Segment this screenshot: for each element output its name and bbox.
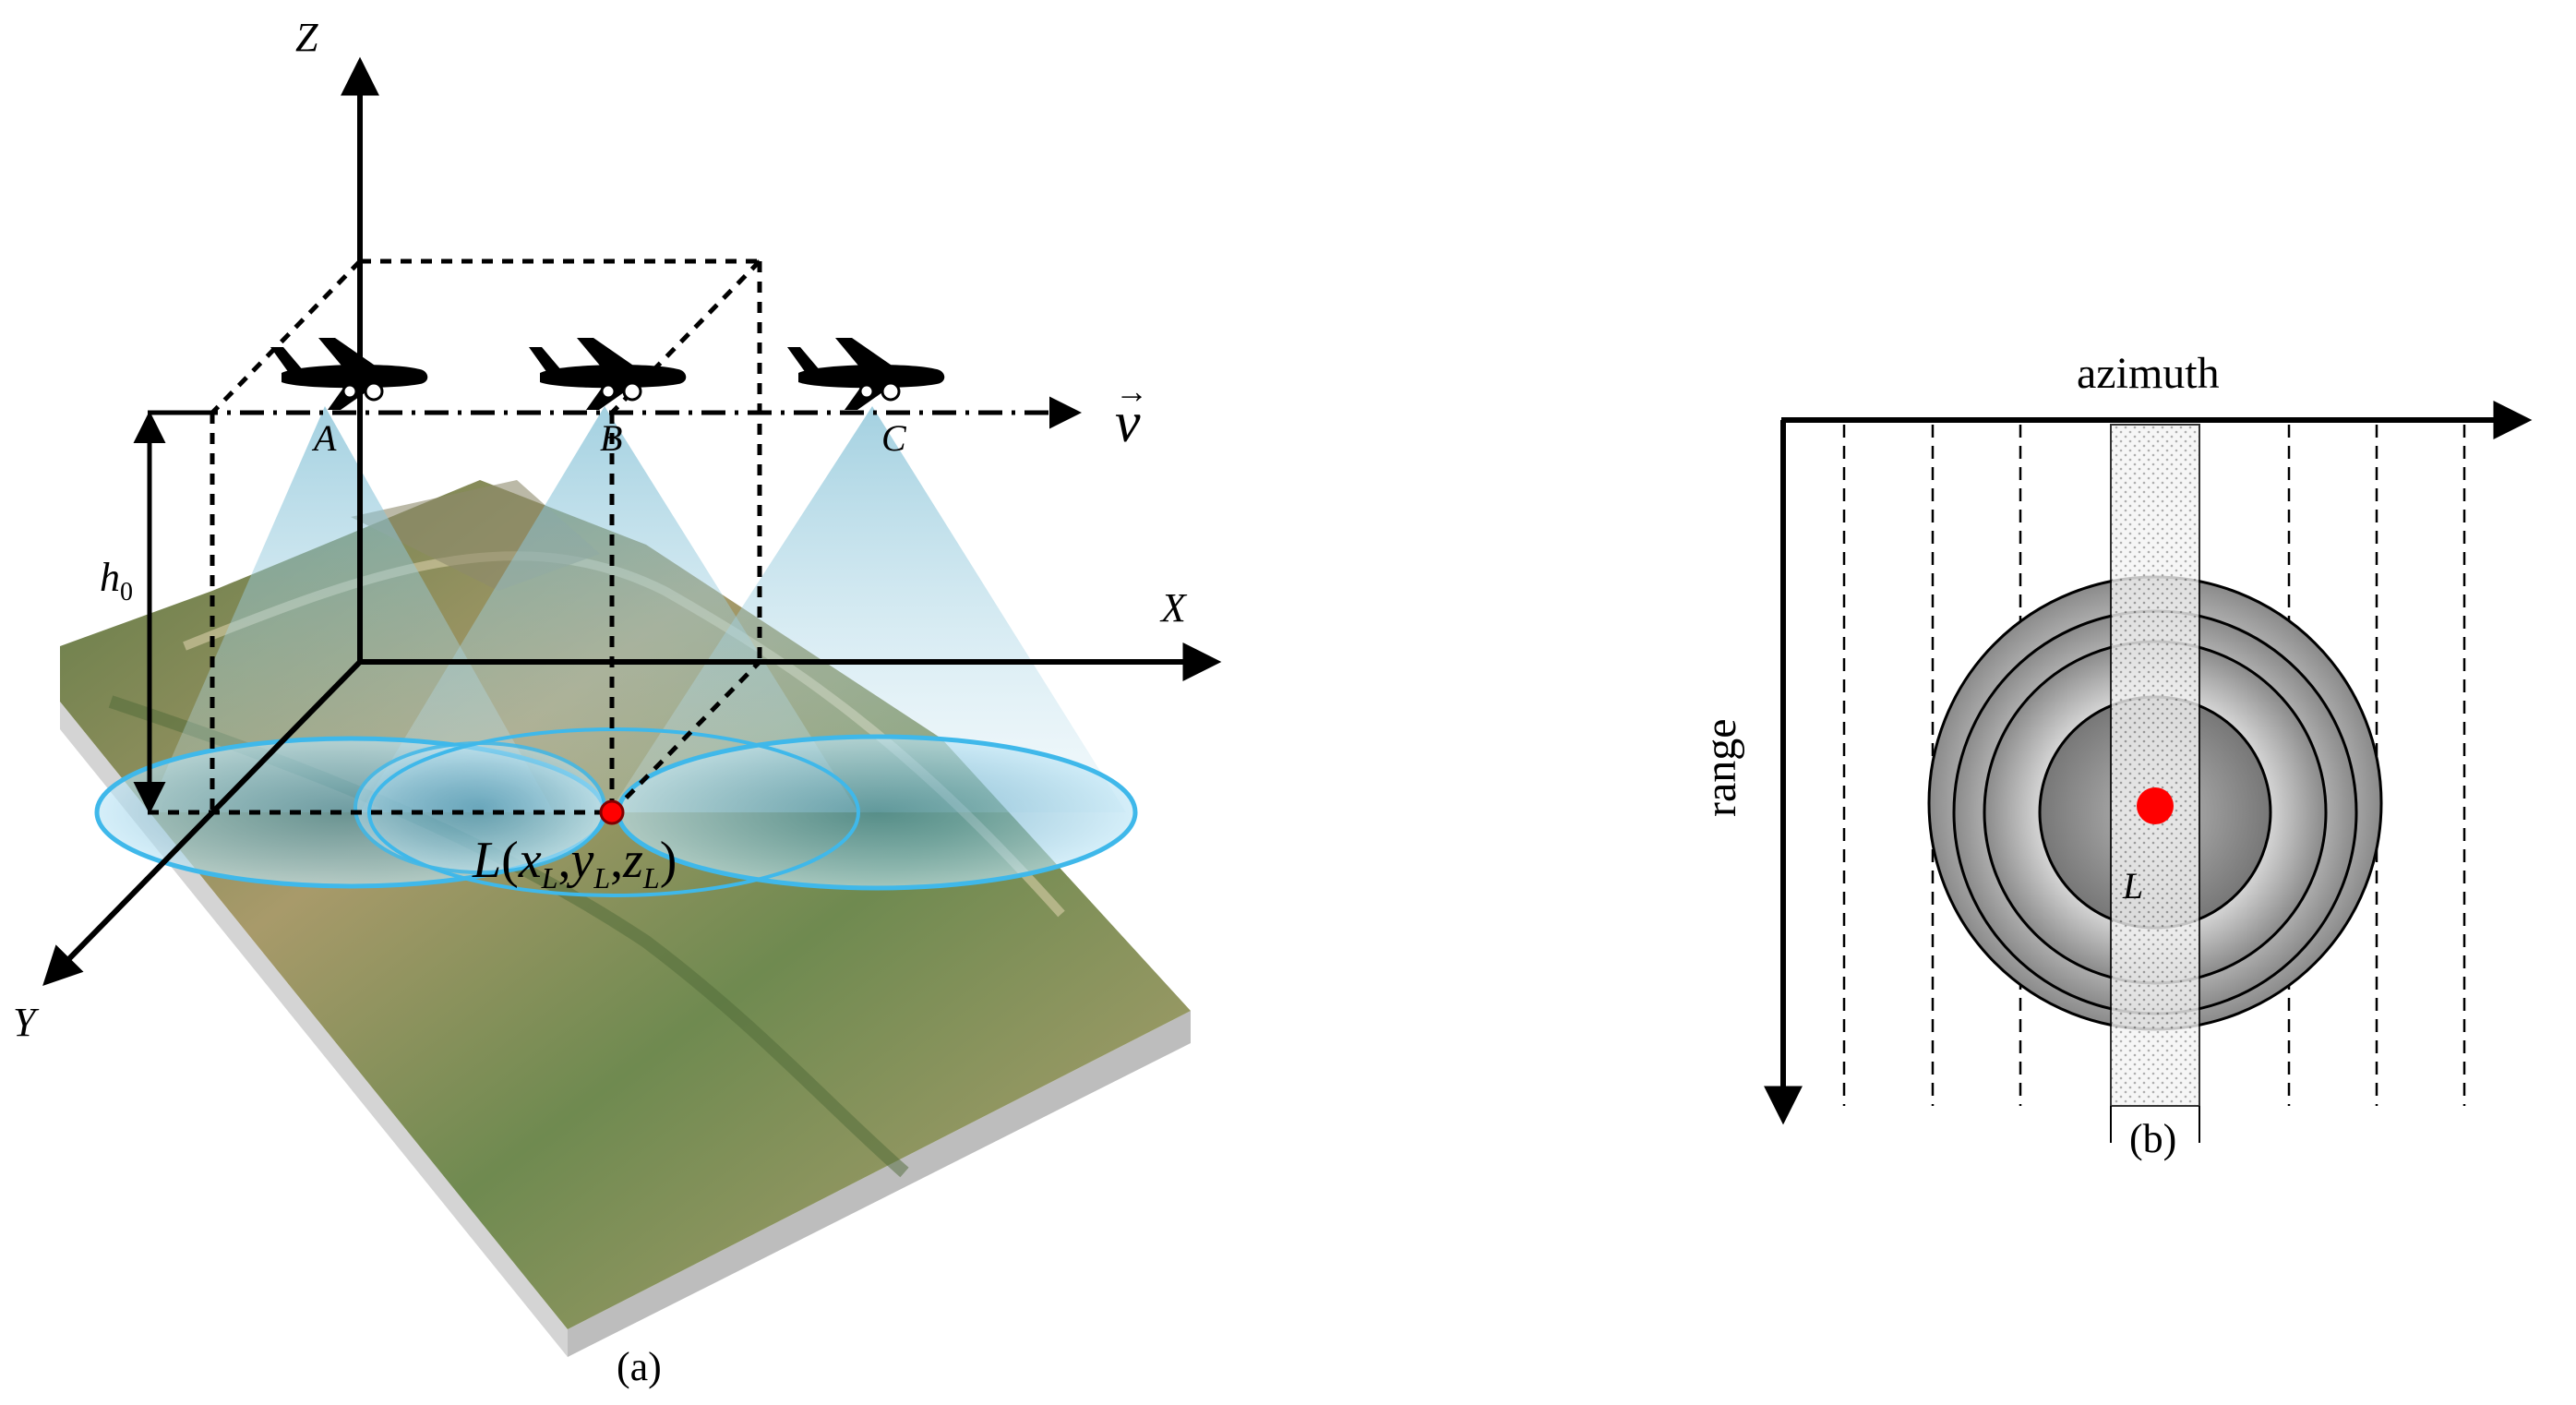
coordinate-box — [148, 258, 762, 815]
illuminated-strip — [2110, 424, 2200, 1107]
aircraft-icon — [269, 336, 429, 412]
x-axis-label: X — [1159, 585, 1188, 630]
position-label-a: A — [311, 417, 337, 459]
beam-c — [609, 406, 1126, 812]
position-label-c: C — [881, 417, 907, 459]
height-arrow — [133, 410, 210, 814]
height-label: h0 — [100, 555, 133, 606]
caption-a: (a) — [617, 1344, 662, 1389]
panel-b: azimuth range L (b) — [1696, 349, 2533, 1161]
z-axis-label: Z — [295, 15, 318, 60]
target-coordinates-label: L(xL,yL,zL) — [472, 832, 677, 895]
range-label: range — [1696, 718, 1745, 817]
footprint-c — [616, 734, 1138, 891]
position-label-b: B — [600, 417, 622, 459]
y-axis-label: Y — [13, 1000, 40, 1045]
radar-beams — [148, 406, 1126, 812]
aircraft-icon — [785, 336, 946, 412]
target-label-l: L — [2122, 865, 2143, 907]
panel-a: Z X Y h0 v → A B C L(xL,yL,zL) (a) — [13, 15, 1222, 1389]
velocity-arrow: → — [1115, 373, 1148, 410]
beam-footprints — [94, 727, 1138, 897]
aircraft-icon — [527, 336, 688, 412]
velocity-label: v — [1115, 391, 1141, 454]
target-point-l — [599, 799, 625, 825]
target-point-l — [2137, 787, 2174, 824]
caption-b: (b) — [2129, 1116, 2176, 1161]
y-axis — [42, 659, 363, 987]
azimuth-label: azimuth — [2077, 349, 2220, 398]
